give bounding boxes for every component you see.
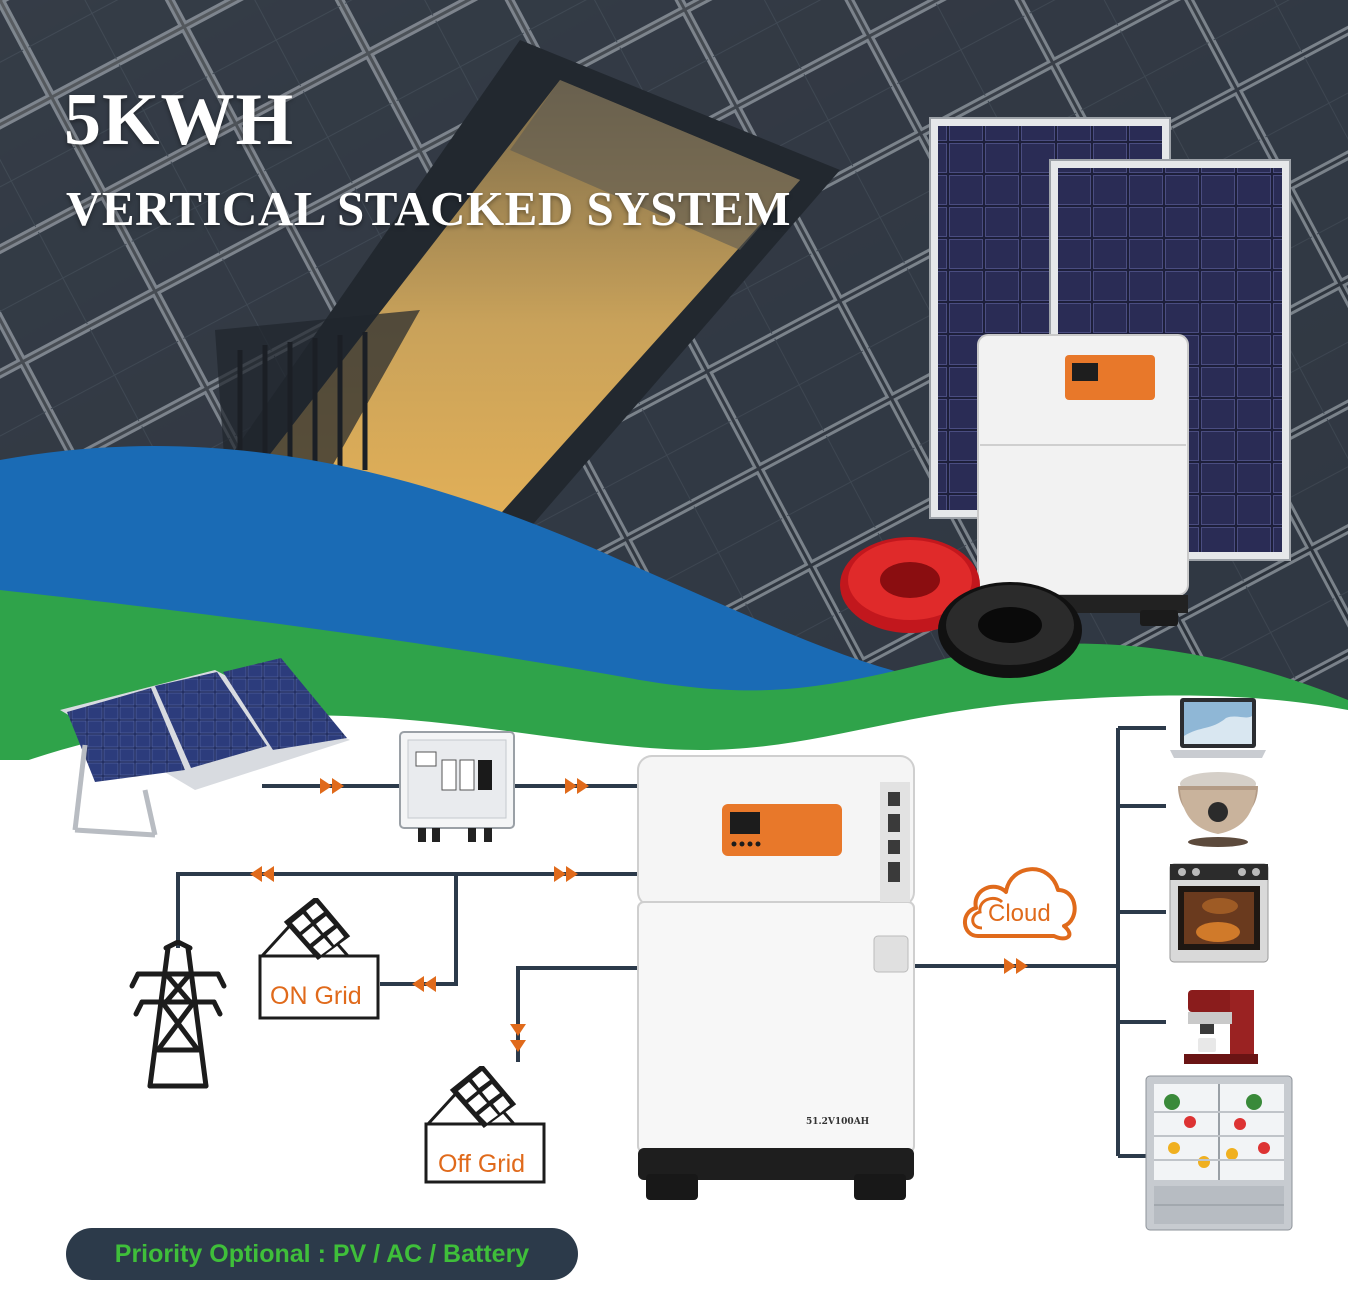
on-grid-house-icon xyxy=(258,898,380,1020)
red-cable-coil-icon xyxy=(840,537,980,633)
laptop-icon xyxy=(1170,698,1266,758)
product-photo-group xyxy=(840,117,1291,678)
cloud-icon xyxy=(963,867,1077,941)
priority-text: Priority Optional : PV / AC / Battery xyxy=(114,1239,530,1268)
cloud-label: Cloud xyxy=(988,900,1051,927)
rice-cooker-icon xyxy=(1178,772,1258,847)
off-grid-house-icon xyxy=(424,1066,546,1184)
refrigerator-icon xyxy=(1145,1075,1293,1231)
battery-spec-label: 51.2V100AH xyxy=(806,1117,870,1127)
combiner-box-icon xyxy=(399,731,515,842)
solar-panel-array-icon xyxy=(60,658,350,838)
coffee-machine-icon xyxy=(1184,990,1258,1064)
hero-title: 5KWH xyxy=(64,79,295,161)
power-tower-icon xyxy=(129,940,227,1089)
priority-banner: Priority Optional : PV / AC / Battery xyxy=(66,1228,578,1280)
white-curve xyxy=(0,695,1348,800)
off-grid-label: Off Grid xyxy=(438,1150,526,1178)
inverter-battery-unit: 51.2V100AH xyxy=(637,755,915,1200)
flow-arrows xyxy=(250,778,1028,1052)
on-grid-label: ON Grid xyxy=(270,982,362,1010)
inverter-battery-small-icon xyxy=(977,334,1189,626)
hero-subtitle: VERTICAL STACKED SYSTEM xyxy=(66,181,791,236)
black-cable-coil-icon xyxy=(938,582,1082,678)
oven-icon xyxy=(1169,863,1269,963)
